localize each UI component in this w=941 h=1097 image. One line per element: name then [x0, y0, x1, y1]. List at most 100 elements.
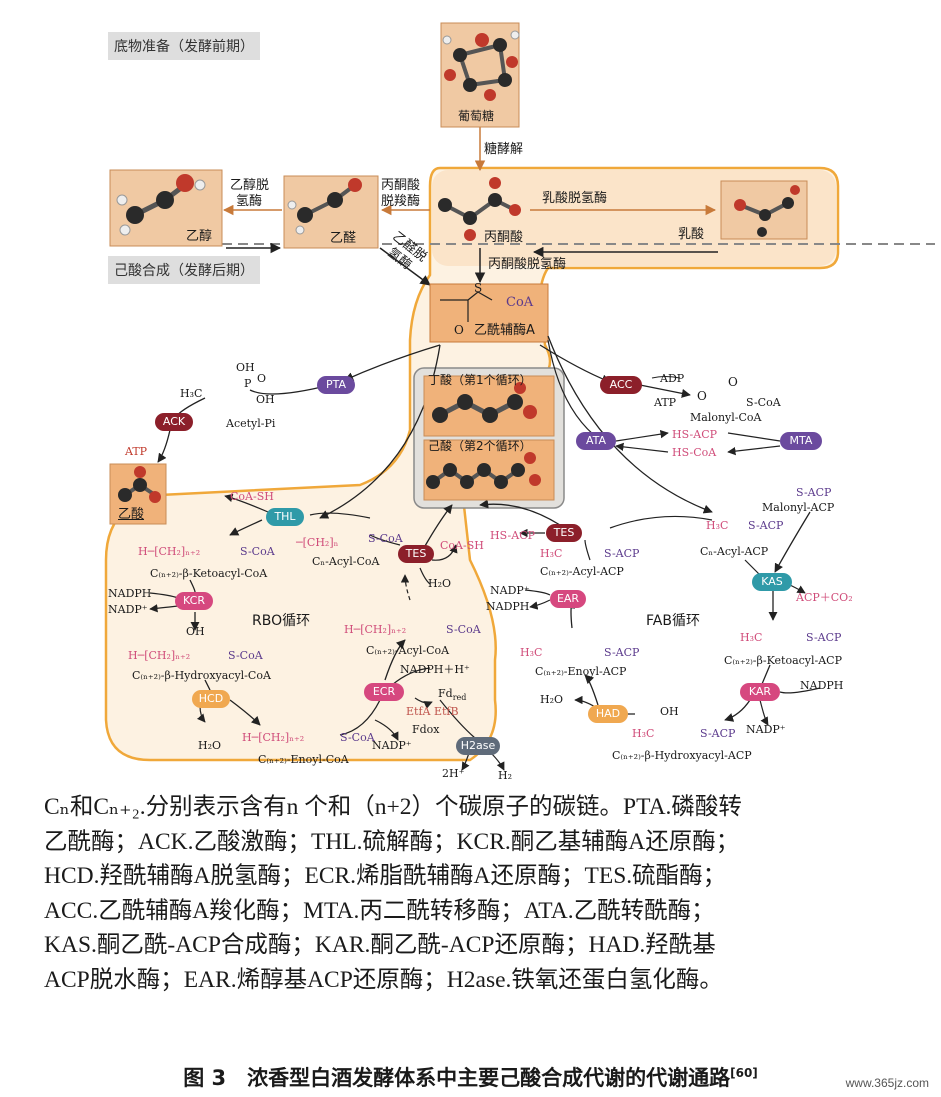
cn-acyl-coa-scoa: S-CoA	[368, 532, 403, 545]
ketoacyl-coa-chain: H─[CH₂]ₙ₊₂	[138, 545, 201, 558]
figure-title: 图 3 浓香型白酒发酵体系中主要己酸合成代谢的代谢通路[60]	[0, 1062, 941, 1092]
caption-line-3: HCD.羟酰辅酶A脱氢酶；ECR.烯脂酰辅酶A还原酶；TES.硫酯酶；	[44, 863, 727, 889]
cn-acyl-acp-sacp: S-ACP	[748, 519, 784, 532]
acc-enzyme: ACC	[600, 376, 642, 394]
malonyl-coa-o2: O	[728, 375, 738, 389]
malonyl-coa-label: Malonyl-CoA	[690, 411, 762, 424]
fdox-label: Fdox	[412, 723, 440, 736]
hydroxyacyl-coa-label: C₍ₙ₊₂₎-β-Hydroxyacyl-CoA	[132, 669, 271, 682]
kar-nadph-label: NADPH	[800, 679, 844, 692]
ear-nadp-label: NADP⁺	[490, 584, 530, 597]
cn-acyl-acp-label: Cₙ-Acyl-ACP	[700, 545, 769, 558]
glucose-molecule-icon	[440, 22, 520, 128]
atp-red-label: ATP	[125, 445, 148, 458]
ketoacyl-acp-sacp: S-ACP	[806, 631, 842, 644]
acetyl-pi-label: Acetyl-Pi	[226, 417, 276, 430]
tes-enzyme-rbo: TES	[398, 545, 434, 563]
had-h2o-label: H₂O	[540, 693, 564, 706]
kas-enzyme: KAS	[752, 573, 792, 591]
malonyl-coa-scoa: S-CoA	[746, 396, 781, 409]
acetyl-pi-oh2: OH	[256, 393, 275, 406]
enoyl-acp-sacp: S-ACP	[604, 646, 640, 659]
acetyl-pi-o: O	[257, 372, 267, 385]
caption-line-5: KAS.酮乙酰-ACP合成酶；KAR.酮乙酰-ACP还原酶；HAD.羟酰基	[44, 932, 716, 958]
pdc-label-2: 脱羧酶	[381, 194, 421, 209]
glycolysis-label: 糖酵解	[484, 142, 524, 157]
figure-reference: [60]	[730, 1066, 758, 1080]
rbo-cycle-label: RBO循环	[252, 613, 311, 629]
fd-red-sub: red	[452, 693, 467, 703]
hs-coa-label: HS-CoA	[672, 446, 717, 459]
pathway-svg	[104, 22, 935, 771]
enoyl-coa-label: C₍ₙ₊₂₎-Enoyl-CoA	[258, 753, 349, 766]
stage-label-prep: 底物准备（发酵前期）	[108, 32, 260, 60]
watermark: www.365jz.com	[845, 1076, 929, 1090]
etfab-label: EtfA EtfB	[406, 705, 459, 718]
acyl-acp-label: C₍ₙ₊₂₎-Acyl-ACP	[540, 565, 624, 578]
malonyl-acp-sacp: S-ACP	[796, 486, 832, 499]
fab-cycle-label: FAB循环	[646, 613, 700, 629]
pyr-dh-label: 丙酮酸脱氢酶	[488, 257, 567, 272]
malonyl-acp-label: Malonyl-ACP	[762, 501, 835, 514]
acetyl-coa-coa: CoA	[506, 295, 534, 310]
stage-label-synth: 己酸合成（发酵后期）	[108, 256, 260, 284]
ecr-nadp-label: NADP⁺	[372, 739, 412, 752]
ecr-enzyme: ECR	[364, 683, 404, 701]
ketoacyl-acp-label: C₍ₙ₊₂₎-β-Ketoacyl-ACP	[724, 654, 842, 667]
adh-label-1: 乙醇脱	[230, 178, 270, 193]
ata-enzyme: ATA	[576, 432, 616, 450]
lactate-label: 乳酸	[678, 227, 705, 242]
hydroxyacyl-coa-scoa: S-CoA	[228, 649, 263, 662]
tes-coa-sh-label: CoA-SH	[440, 539, 484, 552]
acetyl-coa-o: O	[454, 323, 464, 337]
ack-enzyme: ACK	[155, 413, 193, 431]
hs-acp-label: HS-ACP	[672, 428, 718, 441]
ecr-nadph-h-label: NADPH＋H⁺	[400, 663, 470, 676]
ethanol-molecule-icon	[109, 169, 223, 247]
glucose-label: 葡萄糖	[458, 109, 495, 123]
acyl-coa-label: C₍ₙ₊₂₎-Acyl-CoA	[366, 644, 450, 657]
cn-acyl-acp-h3c: H₃C	[706, 519, 729, 532]
ldh-label: 乳酸脱氢酶	[542, 191, 608, 206]
caption-line-1: Cₙ和Cₙ₊₂.分别表示含有n 个和（n+2）个碳原子的碳链。PTA.磷酸转	[44, 794, 742, 820]
hydroxyacyl-coa-oh: OH	[186, 625, 205, 638]
adh-label-2: 氢酶	[236, 194, 263, 209]
thl-enzyme: THL	[266, 508, 304, 526]
enoyl-coa-scoa: S-CoA	[340, 731, 375, 744]
acetaldehyde-molecule-icon	[283, 175, 379, 249]
hexanoate-label: 己酸（第2个循环）	[428, 439, 532, 453]
ethanol-label: 乙醇	[186, 229, 213, 244]
acetyl-coa-box	[429, 283, 549, 343]
malonyl-coa-o1: O	[697, 389, 707, 403]
acp-co2-label: ACP＋CO₂	[796, 591, 853, 604]
tes-h2o-label: H₂O	[428, 577, 452, 590]
tes-hs-acp-label: HS-ACP	[490, 529, 536, 542]
acetaldehyde-label: 乙醛	[330, 231, 357, 246]
h2-label: H₂	[498, 769, 513, 782]
acetic-acid-molecule-icon	[109, 463, 167, 525]
cn-acyl-coa-chain: ─[CH₂]ₙ	[296, 536, 339, 549]
hydroxyacyl-acp-oh: OH	[660, 705, 679, 718]
figure-caption: Cₙ和Cₙ₊₂.分别表示含有n 个和（n+2）个碳原子的碳链。PTA.磷酸转 乙…	[44, 790, 924, 997]
enoyl-coa-chain: H─[CH₂]ₙ₊₂	[242, 731, 305, 744]
hcd-h2o-label: H₂O	[198, 739, 222, 752]
kcr-nadp-label: NADP⁺	[108, 603, 148, 616]
acyl-coa-chain: H─[CH₂]ₙ₊₂	[344, 623, 407, 636]
acetic-acid-label: 乙酸	[118, 507, 145, 522]
butyrate-label: 丁酸（第1个循环）	[428, 373, 532, 387]
atp-label: ATP	[654, 396, 677, 409]
kcr-enzyme: KCR	[175, 592, 213, 610]
acetyl-coa-s: S	[474, 281, 483, 295]
kar-nadp-label: NADP⁺	[746, 723, 786, 736]
mta-enzyme: MTA	[780, 432, 822, 450]
ketoacyl-acp-h3c: H₃C	[740, 631, 763, 644]
ear-enzyme: EAR	[550, 590, 586, 608]
hydroxyacyl-acp-sacp: S-ACP	[700, 727, 736, 740]
hexanoate-molecule-icon	[423, 439, 555, 501]
h2ase-enzyme: H2ase	[456, 737, 500, 755]
pyruvate-label: 丙酮酸	[484, 230, 524, 245]
tes-enzyme-fab: TES	[546, 524, 582, 542]
pdc-label-1: 丙酮酸	[381, 178, 421, 193]
acetyl-pi-h3c: H₃C	[180, 387, 203, 400]
ear-nadph-label: NADPH	[486, 600, 530, 613]
